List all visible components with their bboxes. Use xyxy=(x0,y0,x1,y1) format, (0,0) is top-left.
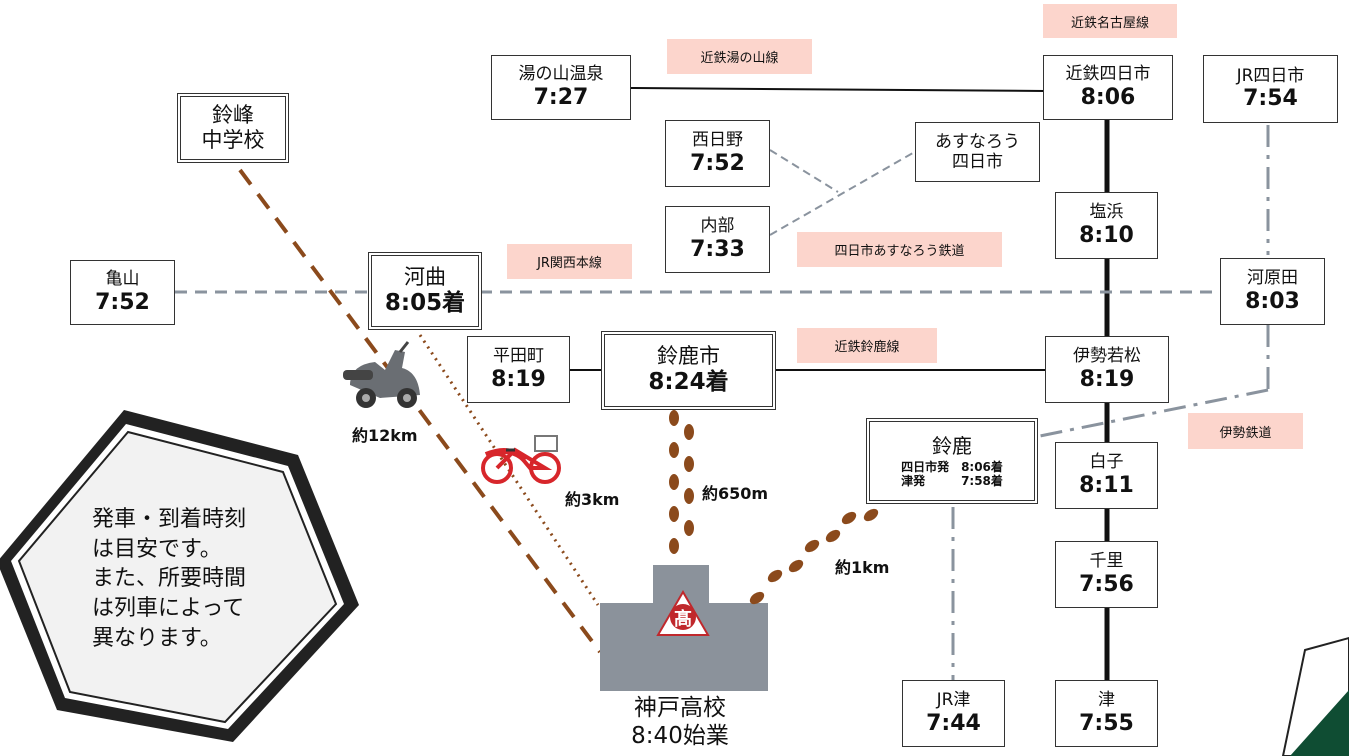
station-chisato: 千里 7:56 xyxy=(1055,541,1158,608)
station-kintetsu-yokkaichi: 近鉄四日市 8:06 xyxy=(1043,55,1173,120)
station-name: 鈴鹿市 xyxy=(657,344,720,369)
school-name: 神戸高校 xyxy=(634,695,726,721)
station-name: 湯の山温泉 xyxy=(518,64,604,85)
station-tsu: 津 7:55 xyxy=(1055,680,1158,747)
station-suzukashi: 鈴鹿市 8:24着 xyxy=(601,331,776,410)
station-utsube: 内部 7:33 xyxy=(665,206,770,273)
line-label-jr-kansai: JR関西本線 xyxy=(507,244,632,279)
station-name: 塩浜 xyxy=(1089,202,1124,223)
line-label-kintetsu-nagoya: 近鉄名古屋線 xyxy=(1043,4,1177,38)
distance-scooter: 約12km xyxy=(352,426,418,445)
asunarou-line-nishihino xyxy=(769,149,839,193)
station-name: 鈴鹿 xyxy=(932,433,972,458)
station-time: 7:44 xyxy=(926,710,981,736)
suzuka-from-yokkaichi: 四日市発 8:06着 xyxy=(901,459,1003,474)
station-time: 8:11 xyxy=(1079,472,1134,498)
distance-bicycle: 約3km xyxy=(565,490,620,509)
station-name: JR四日市 xyxy=(1236,65,1305,86)
station-jr-tsu: JR津 7:44 xyxy=(902,680,1005,747)
note-line-3: また、所要時間 xyxy=(92,566,247,592)
distance-walk-suzukashi: 約650m xyxy=(702,484,769,503)
station-time: 7:52 xyxy=(690,150,745,176)
station-name: 伊勢若松 xyxy=(1073,346,1141,367)
station-time: 8:19 xyxy=(491,366,546,392)
note-hexagon xyxy=(0,410,359,742)
station-time: 7:52 xyxy=(95,289,150,315)
bicycle-icon xyxy=(481,435,561,484)
scooter-icon xyxy=(343,341,420,408)
station-time: 8:05着 xyxy=(384,289,466,316)
asunarou-line-utsube xyxy=(769,149,919,236)
line-label-kintetsu-suzuka: 近鉄鈴鹿線 xyxy=(797,328,937,363)
distance-walk-suzuka: 約1km xyxy=(835,558,890,577)
station-suzuka: 鈴鹿 四日市発 8:06着 津発 7:58着 xyxy=(866,418,1038,504)
line-label-kintetsu-yunoyama: 近鉄湯の山線 xyxy=(667,39,812,74)
station-name-line2: 四日市 xyxy=(952,152,1003,172)
station-kawano: 河曲 8:05着 xyxy=(368,252,482,330)
school-emblem-glyph: 髙 xyxy=(674,609,692,630)
station-kameyama: 亀山 7:52 xyxy=(70,260,175,325)
station-name: 白子 xyxy=(1089,452,1124,473)
station-name: 河原田 xyxy=(1247,268,1298,289)
station-nishihino: 西日野 7:52 xyxy=(665,120,770,187)
station-time: 8:24着 xyxy=(648,369,729,396)
kintetsu-yunoyama-line xyxy=(629,87,1046,92)
station-shiroko: 白子 8:11 xyxy=(1055,442,1158,509)
note-line-5: 異なります。 xyxy=(92,625,222,651)
school-start-time: 8:40始業 xyxy=(631,722,729,749)
corner-decoration xyxy=(1281,636,1349,756)
line-label-asunarou: 四日市あすなろう鉄道 xyxy=(797,232,1002,267)
note-text: 発車・到着時刻 は目安です。 また、所要時間 は列車によって 異なります。 xyxy=(92,505,246,653)
walk-route-suzukashi xyxy=(669,410,694,554)
station-time: 7:27 xyxy=(533,84,589,110)
station-time: 8:06 xyxy=(1080,84,1136,110)
suzuka-from-tsu: 津発 7:58着 xyxy=(901,474,1003,488)
station-kawarada: 河原田 8:03 xyxy=(1220,258,1325,325)
station-time: 8:19 xyxy=(1079,366,1135,392)
station-name: 亀山 xyxy=(105,269,140,290)
station-name: JR津 xyxy=(936,690,971,711)
station-name: 平田町 xyxy=(493,346,544,367)
station-hiratacho: 平田町 8:19 xyxy=(467,336,570,403)
station-name: 河曲 xyxy=(404,264,446,289)
note-line-1: 発車・到着時刻 xyxy=(92,507,247,532)
station-time: 8:03 xyxy=(1245,288,1300,314)
station-asunarou-yokkaichi: あすなろう 四日市 xyxy=(915,122,1040,182)
station-name: 千里 xyxy=(1089,551,1124,572)
station-jr-yokkaichi: JR四日市 7:54 xyxy=(1203,55,1338,123)
station-name: 津 xyxy=(1098,690,1115,711)
station-yunoyama: 湯の山温泉 7:27 xyxy=(491,55,631,120)
origin-name-line1: 鈴峰 xyxy=(212,102,254,127)
station-time: 7:55 xyxy=(1079,710,1134,736)
line-label-ise: 伊勢鉄道 xyxy=(1188,413,1303,449)
station-isewakamatsu: 伊勢若松 8:19 xyxy=(1045,336,1169,403)
note-line-4: は列車によって xyxy=(92,596,245,622)
school-emblem xyxy=(656,590,710,636)
origin-name-line2: 中学校 xyxy=(201,128,265,152)
station-time: 8:10 xyxy=(1079,222,1134,248)
station-time: 7:33 xyxy=(690,236,745,262)
station-name: 近鉄四日市 xyxy=(1065,64,1151,85)
note-line-2: は目安です。 xyxy=(92,536,222,562)
station-name-line1: あすなろう xyxy=(935,131,1020,152)
station-name: 西日野 xyxy=(692,130,743,151)
station-shiohama: 塩浜 8:10 xyxy=(1055,192,1158,259)
school-label: 神戸高校 8:40始業 xyxy=(605,695,755,750)
scooter-route xyxy=(238,168,602,654)
station-time: 7:56 xyxy=(1079,571,1134,597)
origin-suzumine: 鈴峰 中学校 xyxy=(177,93,289,163)
station-time: 7:54 xyxy=(1243,86,1298,111)
ise-line-south xyxy=(1034,388,1269,439)
walk-route-suzuka xyxy=(749,508,879,605)
station-name: 内部 xyxy=(700,216,735,237)
